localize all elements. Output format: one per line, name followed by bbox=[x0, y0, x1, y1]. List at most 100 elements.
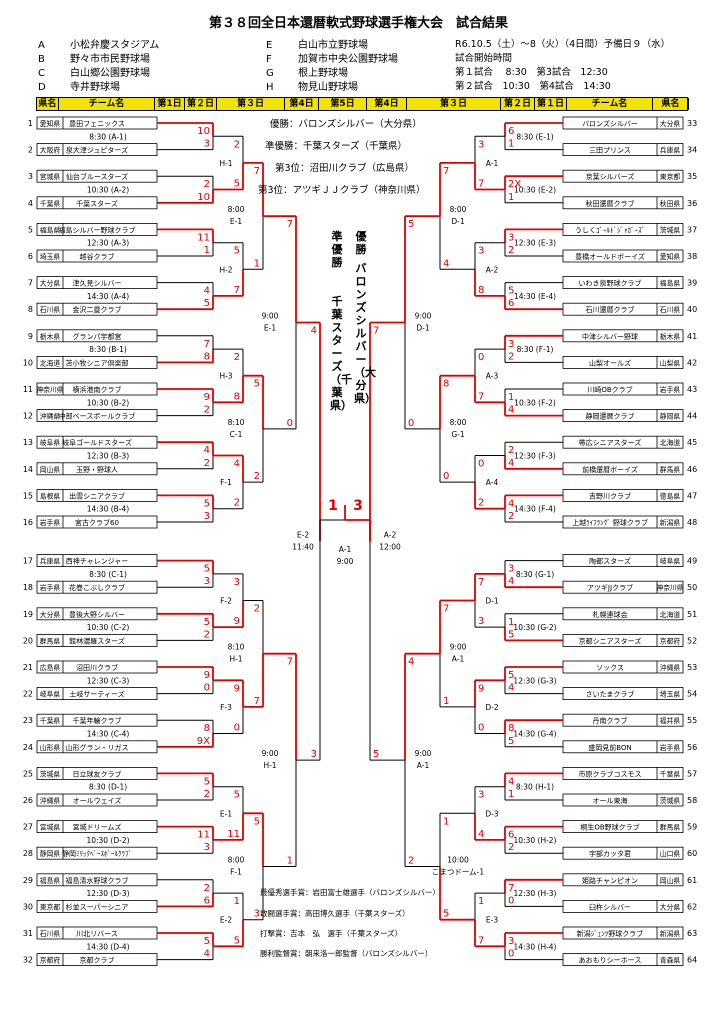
match-time: 9:00 bbox=[450, 643, 467, 652]
team-pref: 埼玉県 bbox=[40, 252, 61, 261]
score: 7 bbox=[373, 326, 379, 337]
team-pref: 福島県 bbox=[40, 225, 61, 234]
team-pref: 石川県 bbox=[40, 930, 61, 938]
final-score-right: 3 bbox=[353, 498, 363, 514]
final-score-left: 1 bbox=[328, 498, 338, 514]
score: 1 bbox=[287, 856, 293, 867]
score: 0 bbox=[478, 352, 484, 363]
match-label: A-1 bbox=[486, 159, 499, 168]
score: 2 bbox=[204, 179, 210, 190]
team-number: 6 bbox=[28, 252, 33, 261]
score: 2 bbox=[204, 789, 210, 800]
result-line: 第3位：沼田川クラブ（広島県） bbox=[275, 163, 415, 174]
match-label: F-1 bbox=[230, 868, 242, 877]
team-name: 京都クラブ bbox=[80, 956, 115, 965]
score: 5 bbox=[254, 816, 260, 827]
score: 2 bbox=[508, 511, 514, 522]
team-number: 57 bbox=[687, 769, 697, 778]
match-info: 10:30 (D-2) bbox=[86, 836, 129, 845]
team-pref: 石川県 bbox=[660, 306, 681, 314]
match-time: 8:10 bbox=[228, 643, 245, 652]
match-time: 10:00 bbox=[447, 856, 469, 865]
team-name: 秋田還暦クラブ bbox=[586, 199, 635, 208]
score: 1 bbox=[508, 789, 514, 800]
team-name: 新潟ｼﾞｪﾝﾂ野球クラブ bbox=[577, 929, 644, 938]
match-label: A-1 bbox=[417, 761, 430, 770]
header-cell: 第1日 bbox=[155, 98, 185, 110]
score: 6 bbox=[204, 895, 210, 906]
team-pref: 群馬県 bbox=[40, 636, 61, 645]
match-info: 12:30 (C-3) bbox=[87, 676, 130, 685]
score: 8 bbox=[443, 379, 449, 390]
team-pref: 岐阜県 bbox=[40, 438, 61, 447]
venue-name: 白山郷公園野球場 bbox=[70, 68, 150, 79]
team-number: 62 bbox=[687, 902, 697, 911]
award-line: 勝利監督賞：朝来洛一郎監督（バロンズシルバー） bbox=[260, 949, 433, 958]
header-cell: 第２日 bbox=[501, 98, 535, 110]
team-name: 福島清水野球クラブ bbox=[66, 876, 129, 885]
header-cell: チーム名 bbox=[59, 98, 155, 110]
team-number: 33 bbox=[687, 119, 697, 128]
team-number: 23 bbox=[23, 716, 33, 725]
team-pref: 千葉県 bbox=[40, 199, 61, 208]
score: 7 bbox=[478, 935, 484, 946]
team-number: 7 bbox=[28, 279, 33, 288]
team-number: 32 bbox=[23, 956, 33, 965]
team-pref: 大分県 bbox=[40, 610, 61, 619]
venue-code: H bbox=[266, 82, 274, 93]
match-label: C-1 bbox=[230, 430, 243, 439]
score: 3 bbox=[508, 564, 514, 575]
schedule-line: 第１試合 8:30 第3試合 12:30 bbox=[455, 67, 608, 78]
score: 1 bbox=[254, 258, 260, 269]
team-pref: 兵庫県 bbox=[660, 146, 681, 155]
team-pref: 大分県 bbox=[660, 902, 681, 911]
team-name: 豊橋オールドボーイズ bbox=[575, 252, 645, 261]
team-name: 帯広シニアスターズ bbox=[579, 438, 642, 447]
team-number: 43 bbox=[687, 385, 697, 394]
match-info: 14:30 (G-4) bbox=[513, 730, 556, 739]
team-number: 48 bbox=[687, 518, 697, 527]
header-cell: 第２日 bbox=[185, 98, 217, 110]
team-pref: 沖縄県 bbox=[40, 796, 61, 805]
team-number: 15 bbox=[23, 491, 33, 500]
score: 11 bbox=[197, 232, 210, 243]
team-name: 玉野・野球人 bbox=[76, 465, 118, 474]
score: 0 bbox=[478, 723, 484, 734]
team-pref: 岡山県 bbox=[40, 465, 61, 474]
score: 5 bbox=[408, 219, 414, 230]
team-number: 9 bbox=[28, 332, 33, 341]
team-name: 西神チャレンジャー bbox=[66, 557, 129, 566]
score: 1 bbox=[443, 816, 449, 827]
venue-name: 加賀市中央公園野球場 bbox=[298, 54, 398, 65]
match-label: F-2 bbox=[220, 597, 232, 606]
venue-name: 野々市市民野球場 bbox=[70, 54, 150, 65]
score: 11 bbox=[227, 829, 240, 840]
match-label: E-1 bbox=[220, 809, 232, 818]
team-name: 札幌連球会 bbox=[593, 610, 628, 619]
team-pref: 沖縄県 bbox=[660, 663, 681, 672]
team-name: 川北リバース bbox=[76, 930, 118, 938]
team-pref: 愛知県 bbox=[40, 119, 61, 128]
venue-name: 根上野球場 bbox=[298, 68, 348, 79]
team-number: 4 bbox=[28, 199, 33, 208]
match-time: 9:00 bbox=[262, 749, 279, 758]
team-number: 8 bbox=[28, 305, 33, 314]
score: 4 bbox=[508, 405, 514, 416]
team-number: 47 bbox=[687, 491, 697, 500]
team-name: 前橋還暦ボーイズ bbox=[582, 465, 638, 474]
